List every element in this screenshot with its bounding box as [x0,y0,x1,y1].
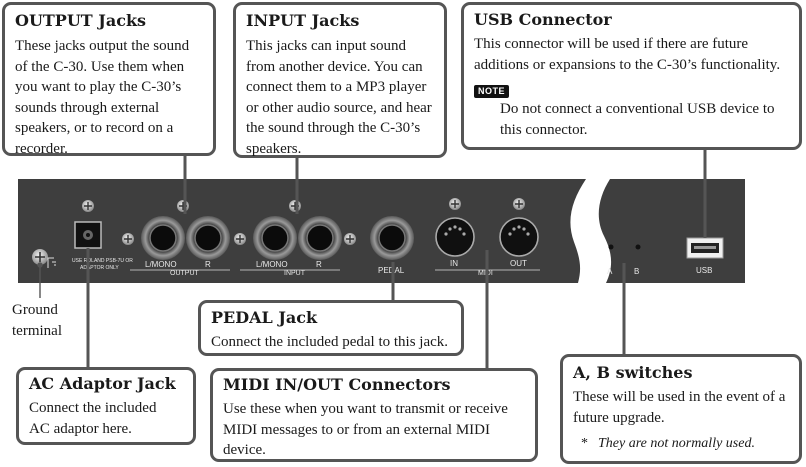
midi-out-label: OUT [510,259,527,268]
usb-connector-note: Do not connect a conventional USB device… [500,101,775,138]
midi-connectors-callout: MIDI IN/OUT Connectors Use these when yo… [210,368,538,462]
usb-connector-description: This connector will be used if there are… [474,36,781,73]
ground-terminal [32,249,48,265]
output-jacks-description: These jacks output the sound of the C-30… [15,38,190,157]
pedal-jack [370,216,414,260]
pedal-panel-label: PEDAL [378,266,405,275]
leader-line-ground [37,262,43,298]
input-jacks [234,200,356,260]
note-badge: NOTE [474,85,510,98]
midi-connectors-description: Use these when you want to transmit or r… [223,401,508,458]
adaptor-warning-text: USE ROLAND PSB-7U OR [72,258,133,264]
input-jacks-callout: INPUT Jacks This jacks can input sound f… [233,2,447,158]
ac-adaptor-jack-callout: AC Adaptor Jack Connect the included AC … [16,367,196,445]
input-jacks-description: This jacks can input sound from another … [246,38,432,157]
usb-panel-label: USB [696,266,712,275]
pedal-jack-title: PEDAL Jack [211,308,318,327]
leader-lines [86,149,707,369]
ab-switches-callout: A, B switches These will be used in the … [560,354,802,464]
ab-switches-title: A, B switches [573,363,693,382]
output-l-label: L/MONO [145,260,177,269]
pedal-jack-description: Connect the included pedal to this jack. [211,334,449,350]
input-r-label: R [316,260,322,269]
adaptor-warning-text-2: ADAPTOR ONLY [80,265,119,271]
rear-panel-right [598,179,745,283]
ac-adaptor-jack-title: AC Adaptor Jack [29,374,176,393]
output-panel-label: OUTPUT [170,270,200,277]
ac-adaptor-jack [74,200,102,249]
output-jacks-callout: OUTPUT Jacks These jacks output the soun… [2,2,216,157]
midi-out-connector [499,198,539,257]
ab-switches [608,244,641,250]
input-jacks-title: INPUT Jacks [246,11,360,30]
input-panel-label: INPUT [284,270,306,277]
midi-connectors-title: MIDI IN/OUT Connectors [223,375,451,394]
ab-switches-description: These will be used in the event of a fut… [573,389,786,426]
usb-connector [686,237,724,259]
input-l-label: L/MONO [256,260,288,269]
midi-panel-label: MIDI [478,270,493,277]
usb-connector-callout: USB Connector This connector will be use… [461,2,802,150]
ab-switches-footnote-mark: * [581,436,588,451]
ac-adaptor-jack-description: Connect the included AC adaptor here. [29,400,157,437]
ab-switches-footnote: They are not normally used. [598,436,755,451]
switch-a-label: A [607,267,613,276]
ground-terminal-label: Ground terminal [12,302,62,339]
output-jacks [122,200,230,260]
midi-in-label: IN [450,259,458,268]
switch-b-label: B [634,267,639,276]
output-jacks-title: OUTPUT Jacks [15,11,147,30]
output-r-label: R [205,260,211,269]
usb-connector-title: USB Connector [474,10,612,29]
pedal-jack-callout: PEDAL Jack Connect the included pedal to… [198,300,464,356]
midi-in-connector [435,198,475,257]
